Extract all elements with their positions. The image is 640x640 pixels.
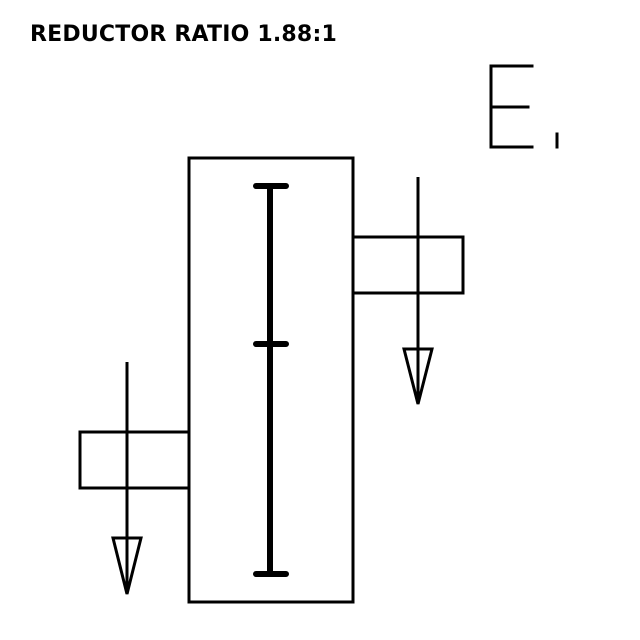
output-shaft bbox=[353, 177, 465, 405]
output-shaft-body bbox=[353, 235, 465, 295]
gearbox-housing bbox=[187, 156, 355, 604]
internal-gear-train bbox=[253, 183, 289, 577]
variant-mark-letter-e bbox=[489, 64, 534, 149]
output-rotation-arrow-head bbox=[402, 347, 434, 405]
input-rotation-arrow-head bbox=[111, 536, 143, 595]
input-shaft bbox=[78, 362, 189, 595]
input-shaft-body bbox=[78, 430, 189, 490]
diagram-title: REDUCTOR RATIO 1.88:1 bbox=[30, 22, 337, 47]
variant-mark bbox=[489, 64, 559, 149]
